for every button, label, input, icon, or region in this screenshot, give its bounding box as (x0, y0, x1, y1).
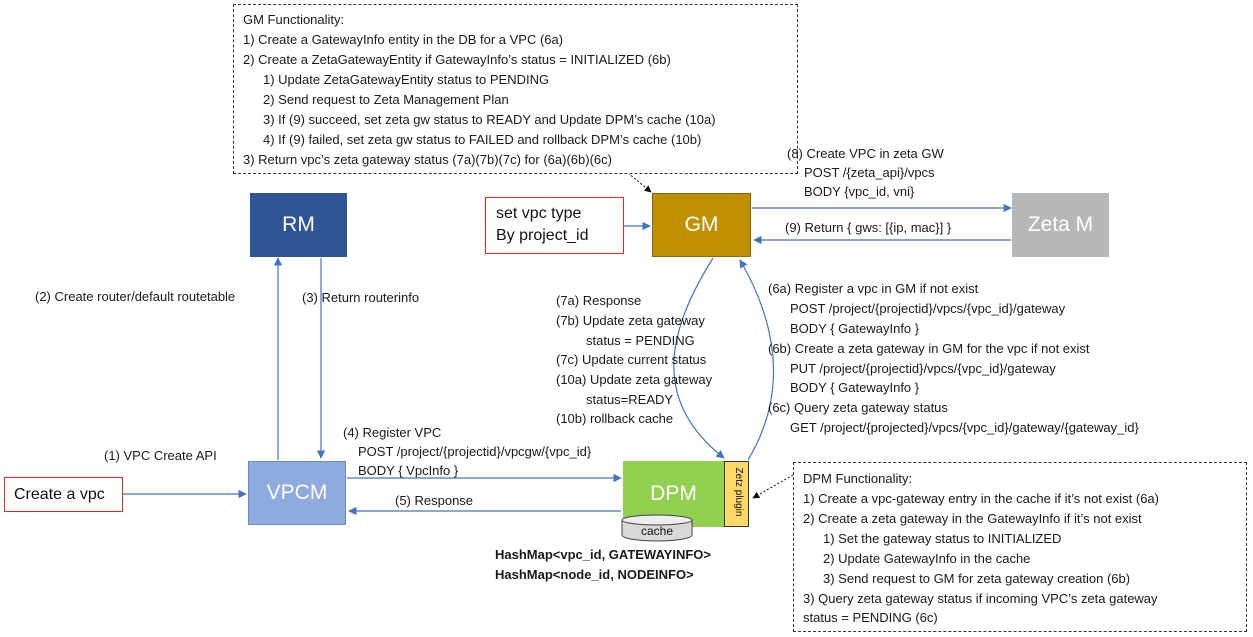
step7-label: status = PENDING (586, 333, 695, 348)
gm-func-line: 1) Update ZetaGatewayEntity status to PE… (263, 72, 550, 87)
dpm-func-line: 1) Set the gateway status to INITIALIZED (823, 531, 1062, 546)
gm-func-line: 2) Send request to Zeta Management Plan (263, 92, 509, 107)
gm-functionality-title: GM Functionality: (243, 12, 345, 27)
step7-label: (10b) rollback cache (556, 411, 674, 426)
vpcm-node[interactable]: VPCM (248, 461, 346, 525)
step6-label: BODY { GatewayInfo } (790, 321, 920, 336)
set-vpc-type-line: By project_id (496, 227, 589, 244)
step6-label: BODY { GatewayInfo } (790, 380, 920, 395)
step6-label: GET /project/{projected}/vpcs/{vpc_id}/g… (790, 420, 1139, 435)
gm-func-line: 4) If (9) failed, set zeta gw status to … (263, 132, 702, 147)
dpm-func-line: status = PENDING (6c) (803, 610, 938, 625)
step9-label: (9) Return { gws: [{ip, mac}] } (785, 220, 952, 235)
step4-label: BODY { VpcInfo } (358, 463, 459, 478)
step7-label: (7a) Response (556, 293, 642, 308)
dpm-func-line: 3) Query zeta gateway status if incoming… (803, 591, 1158, 606)
step7-label: status=READY (586, 392, 674, 407)
gm-node[interactable]: GM (652, 193, 751, 257)
step7-label: (10a) Update zeta gateway (556, 372, 713, 387)
cache-cylinder: cache (621, 514, 693, 542)
arrow-dpm-to-gm (739, 259, 775, 461)
step6-label: (6b) Create a zeta gateway in GM for the… (768, 341, 1090, 356)
hashmap-label: HashMap<vpc_id, GATEWAYINFO> (495, 547, 711, 562)
cache-label: cache (640, 524, 674, 538)
zeta-m-node[interactable]: Zeta M (1012, 193, 1109, 257)
create-vpc-box: Create a vpc (4, 477, 123, 512)
callout-dpm-pointer (752, 474, 794, 499)
step6-label: (6c) Query zeta gateway status (768, 400, 948, 415)
gm-func-line: 1) Create a GatewayInfo entity in the DB… (243, 32, 564, 47)
step6-label: PUT /project/{projectid}/vpcs/{vpc_id}/g… (790, 361, 1056, 376)
step7-label: (7b) Update zeta gateway (556, 313, 705, 328)
step3-label: (3) Return routerinfo (302, 290, 420, 305)
dpm-functionality-box: DPM Functionality: 1) Create a vpc-gatew… (793, 462, 1247, 632)
step4-label: POST /project/{projectid}/vpcgw/{vpc_id} (358, 444, 592, 459)
dpm-func-line: 1) Create a vpc-gateway entry in the cac… (803, 491, 1159, 506)
step8-label: BODY {vpc_id, vni} (804, 184, 915, 199)
step6-label: POST /project/{projectid}/vpcs/{vpc_id}/… (790, 301, 1066, 316)
hashmap-label: HashMap<node_id, NODEINFO> (495, 567, 694, 582)
cache-cylinder-shape (621, 514, 693, 542)
set-vpc-type-box: set vpc type By project_id (485, 197, 624, 254)
gm-func-line: 2) Create a ZetaGatewayEntity if Gateway… (243, 52, 671, 67)
gm-functionality-box: GM Functionality: 1) Create a GatewayInf… (233, 4, 798, 174)
zetz-plugin-label: Zetz plugin (733, 467, 744, 517)
create-vpc-label: Create a vpc (14, 485, 105, 503)
arrow-gm-to-dpm (673, 257, 725, 459)
dpm-functionality-title: DPM Functionality: (803, 471, 913, 486)
step1-label: (1) VPC Create API (104, 448, 217, 463)
callout-gm-pointer (627, 172, 652, 193)
set-vpc-type-line: set vpc type (496, 205, 582, 222)
dpm-func-line: 2) Create a zeta gateway in the GatewayI… (803, 511, 1142, 526)
step5-label: (5) Response (395, 493, 474, 508)
gm-func-line: 3) If (9) succeed, set zeta gw status to… (263, 112, 716, 127)
step8-label: (8) Create VPC in zeta GW (787, 146, 944, 161)
step2-label: (2) Create router/default routetable (35, 289, 236, 304)
step4-label: (4) Register VPC (343, 425, 442, 440)
gm-func-line: 3) Return vpc’s zeta gateway status (7a)… (243, 152, 612, 167)
rm-node[interactable]: RM (250, 193, 347, 257)
dpm-func-line: 2) Update GatewayInfo in the cache (823, 551, 1031, 566)
zetz-plugin[interactable]: Zetz plugin (724, 461, 749, 527)
step6-label: (6a) Register a vpc in GM if not exist (768, 281, 979, 296)
dpm-func-line: 3) Send request to GM for zeta gateway c… (823, 571, 1131, 586)
step8-label: POST /{zeta_api}/vpcs (804, 165, 935, 180)
step7-label: (7c) Update current status (556, 352, 707, 367)
